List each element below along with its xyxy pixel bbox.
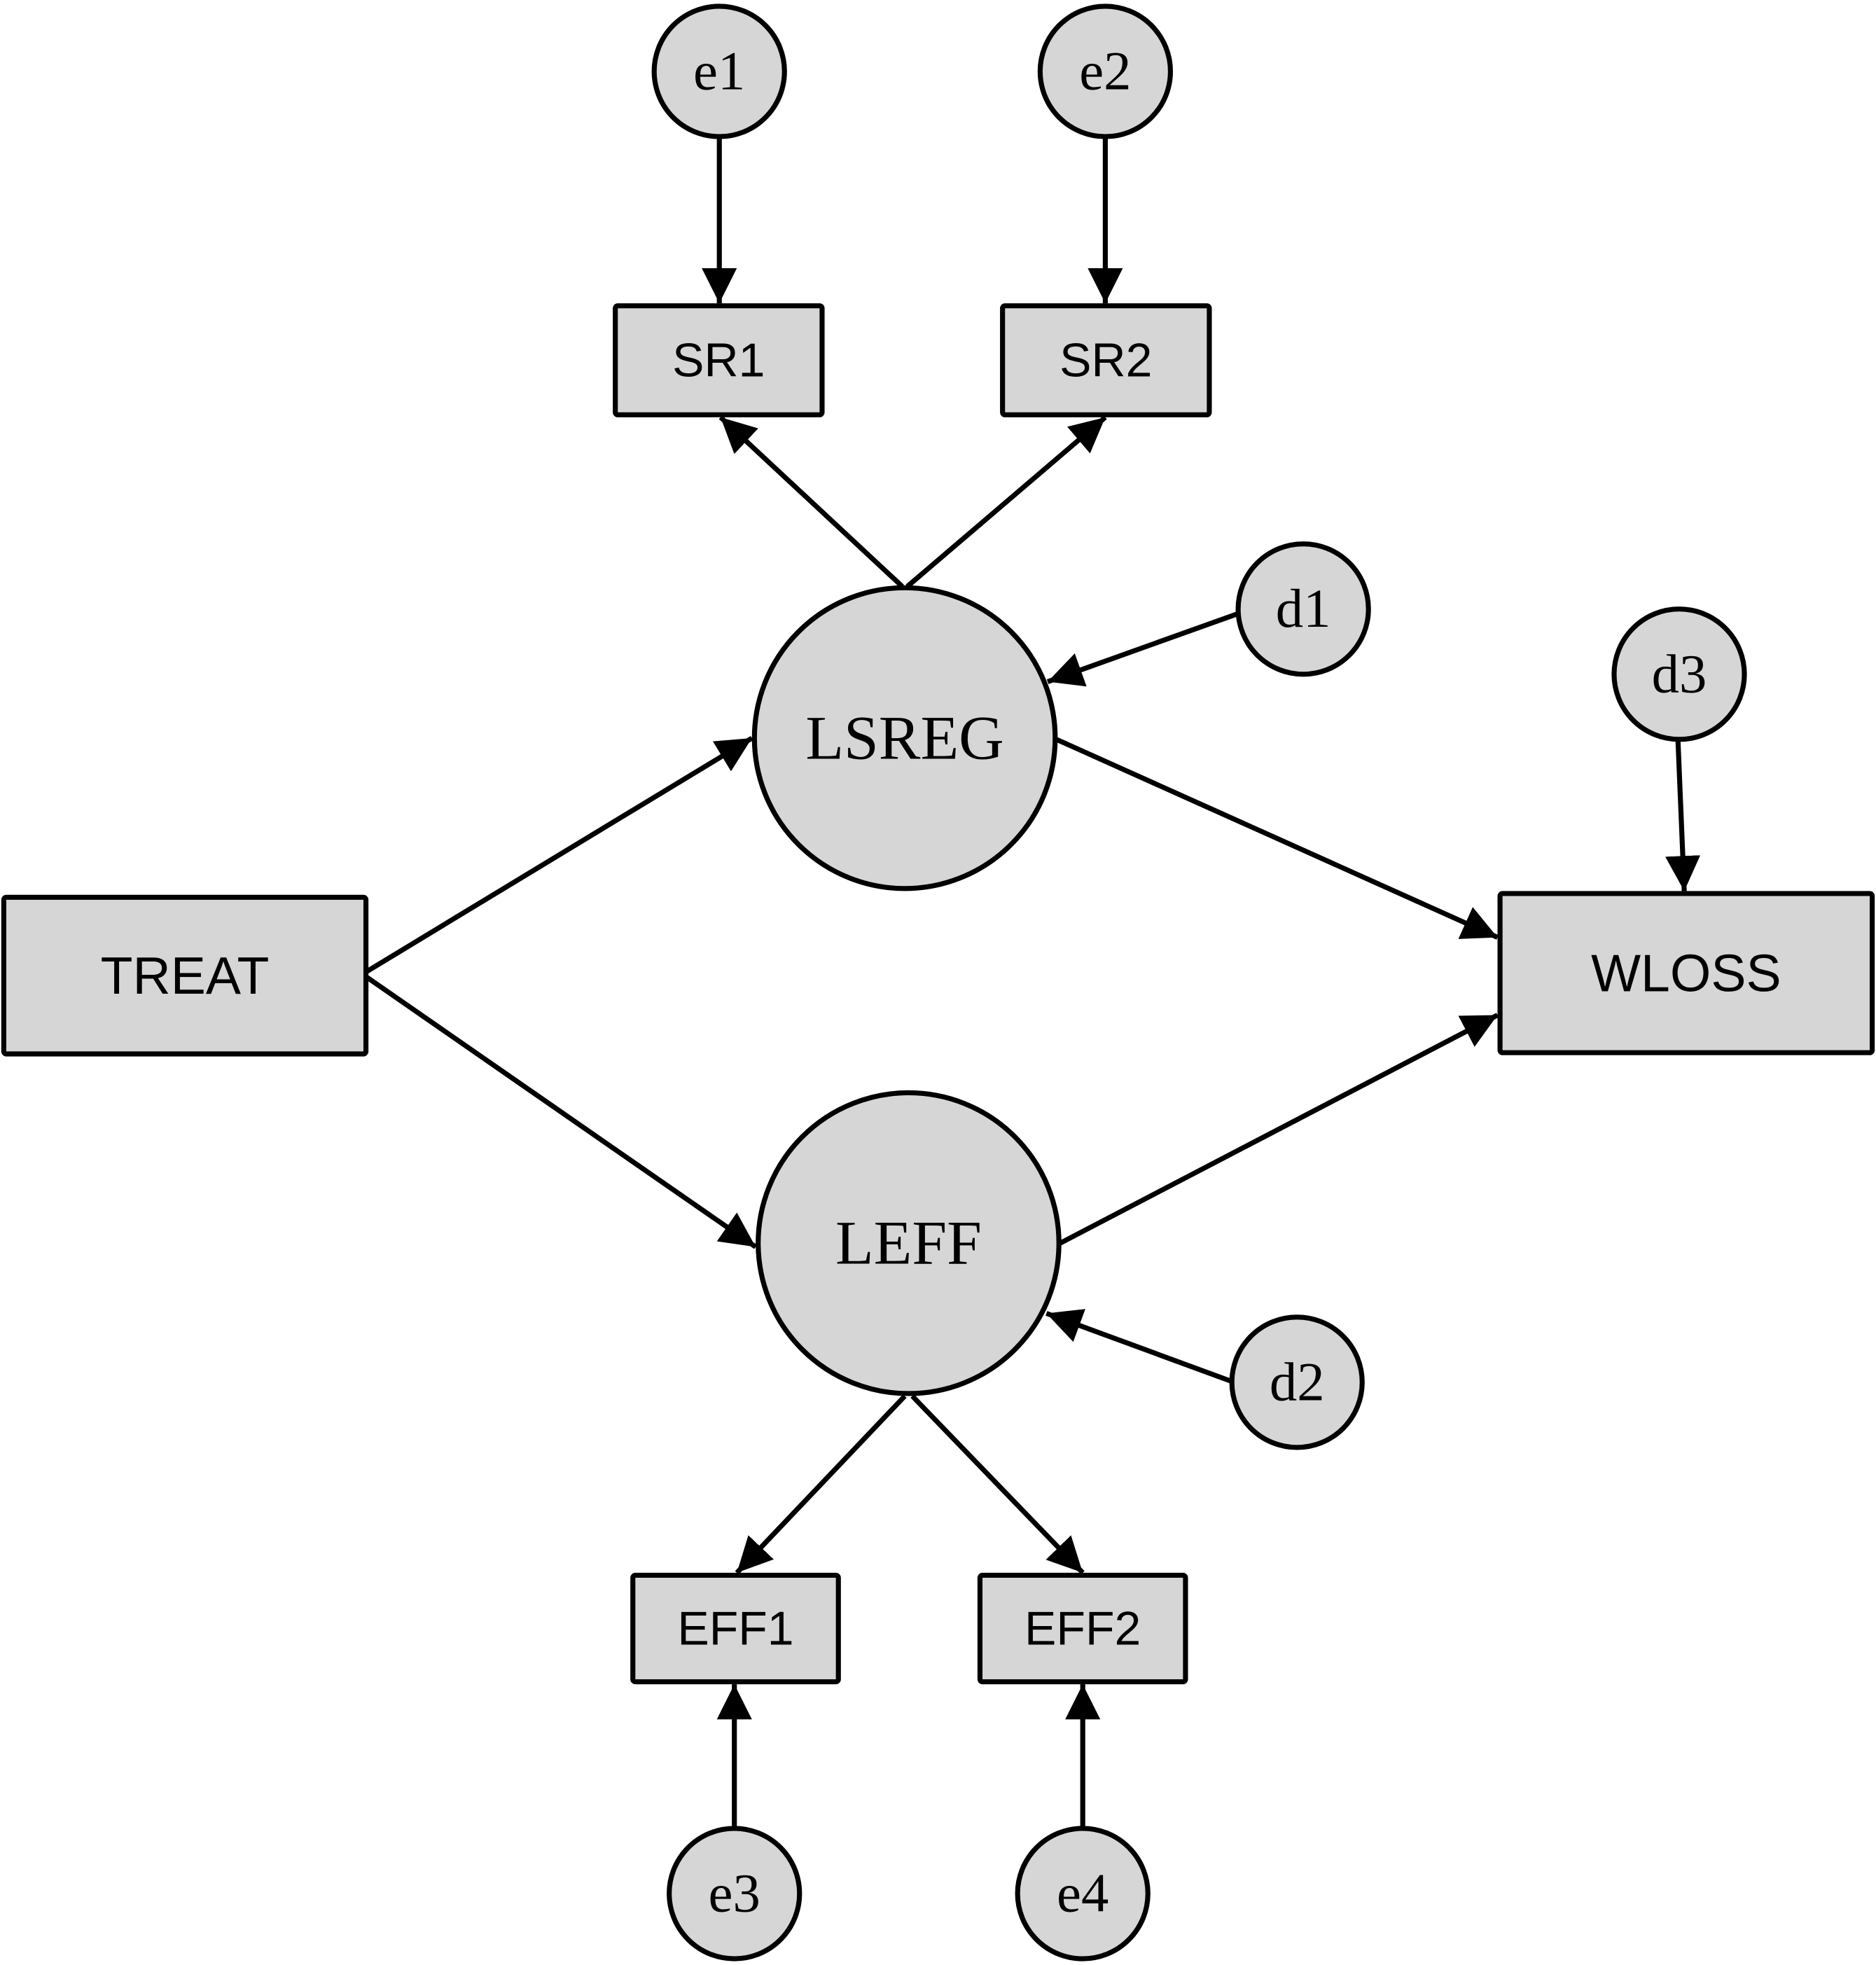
path-arrow-treat-to-leff [366,975,758,1249]
observed-variable-box [613,303,825,417]
error-term-circle [1235,541,1371,677]
node-label: LSREG [805,704,1003,773]
node-d3: d3 [1611,606,1747,742]
node-d2: d2 [1229,1314,1365,1450]
node-sr1: SR1 [613,303,825,417]
node-label: SR1 [672,333,765,387]
latent-variable-circle [756,1090,1062,1396]
path-arrow-lsreg-to-sr2 [905,415,1107,589]
node-label: SR2 [1059,333,1152,387]
node-e3: e3 [667,1826,802,1961]
path-arrow-leff-to-eff2 [910,1394,1085,1575]
path-arrow-leff-to-eff1 [735,1394,907,1575]
path-arrow-d3-to-wloss [1665,740,1701,891]
observed-variable-box [1497,891,1875,1055]
node-label: EFF2 [1024,1602,1141,1655]
node-e1: e1 [651,4,787,139]
node-wloss: WLOSS [1497,891,1875,1055]
node-e4: e4 [1015,1826,1151,1961]
node-label: TREAT [101,946,270,1005]
node-label: d1 [1276,578,1331,639]
node-label: e1 [693,41,745,102]
observed-variable-box [630,1572,841,1685]
error-term-circle [1037,4,1174,139]
error-term-circle [1611,606,1747,742]
node-lsreg: LSREG [751,585,1058,891]
observed-variable-box [1000,303,1212,417]
node-label: WLOSS [1591,944,1781,1003]
node-label: e4 [1057,1863,1109,1924]
observed-variable-box [1,894,369,1057]
path-arrow-d1-to-lsreg [1046,611,1238,687]
node-label: e2 [1079,41,1131,102]
node-label: d2 [1270,1352,1325,1412]
observed-variable-box [977,1572,1188,1685]
path-arrow-d2-to-leff [1045,1309,1232,1384]
node-eff2: EFF2 [977,1572,1188,1685]
path-arrow-lsreg-to-sr1 [718,415,904,589]
error-term-circle [1015,1826,1151,1961]
node-label: LEFF [835,1209,982,1278]
edges [366,137,1701,1828]
path-arrow-treat-to-lsreg [366,735,753,973]
node-label: e3 [709,1863,760,1924]
node-treat: TREAT [1,894,369,1057]
node-eff1: EFF1 [630,1572,841,1685]
node-label: EFF1 [677,1602,793,1655]
error-term-circle [1229,1314,1365,1450]
path-arrow-leff-to-wloss [1059,1013,1499,1246]
node-sr2: SR2 [1000,303,1212,417]
error-term-circle [667,1826,802,1961]
node-leff: LEFF [756,1090,1062,1396]
node-e2: e2 [1037,4,1174,139]
path-arrow-lsreg-to-wloss [1055,737,1499,940]
error-term-circle [651,4,787,139]
node-label: d3 [1652,644,1707,704]
node-d1: d1 [1235,541,1371,677]
latent-variable-circle [751,585,1058,891]
